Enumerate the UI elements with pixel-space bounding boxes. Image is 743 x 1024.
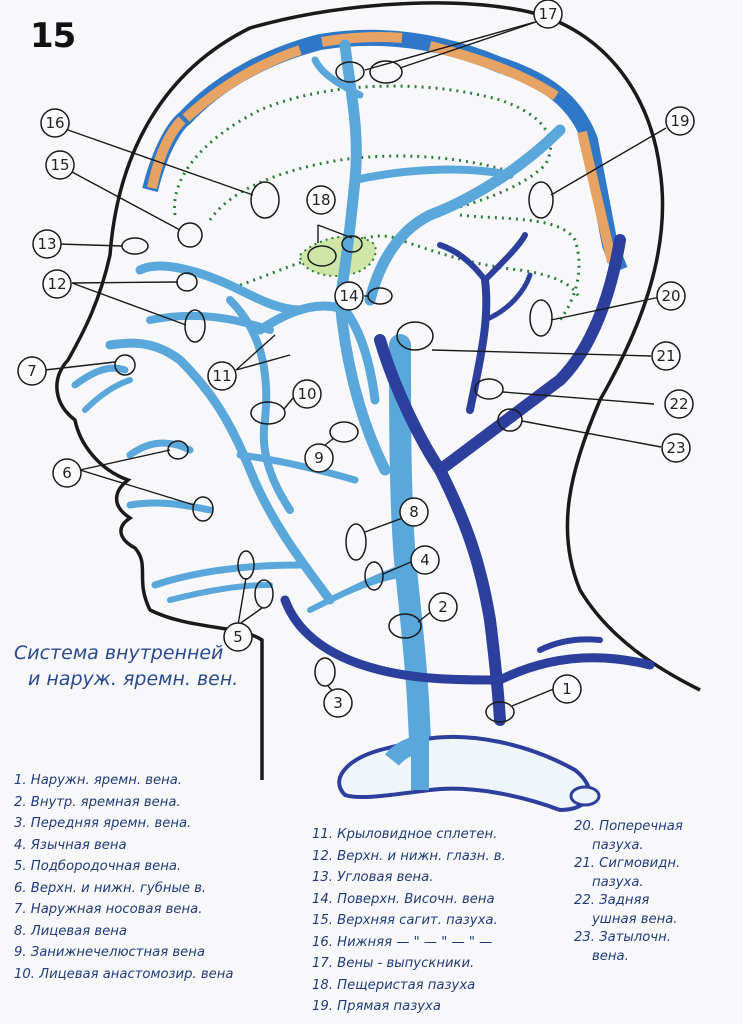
callout-11: 11	[212, 367, 231, 385]
sheet-number: 15	[30, 16, 76, 56]
sinus-fill-front	[147, 116, 186, 190]
callout-3: 3	[333, 694, 343, 712]
legend-column-2: 11. Крыловидное сплетен. 12. Верхн. и ни…	[312, 824, 506, 1018]
callout-19: 19	[670, 112, 689, 130]
callout-16: 16	[45, 114, 64, 132]
title-line-1: Система внутренней	[14, 642, 224, 664]
legend-item: 15. Верхняя сагит. пазуха.	[312, 913, 498, 928]
legend-item: 6. Верхн. и нижн. губные в.	[14, 880, 207, 896]
callout-18: 18	[311, 191, 330, 209]
inferior-sagittal-dotted	[172, 84, 553, 217]
callout-15: 15	[50, 156, 69, 174]
legend-item: ушная вена.	[592, 911, 678, 927]
callout-numbers: 17 16 15 13 12 7 19 20 21 22 23 11 10 9 …	[27, 5, 689, 712]
callout-23: 23	[666, 439, 685, 457]
legend-item: 12. Верхн. и нижн. глазн. в.	[312, 848, 506, 864]
callout-2: 2	[438, 598, 448, 616]
legend-item: пазуха.	[592, 874, 644, 890]
callout-8: 8	[409, 503, 419, 521]
callout-10: 10	[297, 385, 316, 403]
callout-4: 4	[420, 551, 430, 569]
callout-17: 17	[538, 5, 557, 23]
legend-item: 8. Лицевая вена	[14, 923, 127, 939]
transverse-dotted	[459, 213, 581, 321]
legend-column-3: 20. Поперечная пазуха. 21. Сигмовидн. па…	[574, 818, 683, 966]
callout-13: 13	[37, 235, 56, 253]
legend-item: 17. Вены - выпускники.	[312, 956, 475, 971]
legend-item: 11. Крыловидное сплетен.	[312, 827, 498, 842]
legend-item: 1. Наружн. яремн. вена.	[14, 773, 182, 788]
sinus-fill-top	[182, 45, 302, 122]
subclavian-vein	[337, 734, 592, 813]
legend-item: 23. Затылочн.	[574, 930, 671, 945]
sinus-fill-crest	[321, 32, 403, 47]
legend-item: 2. Внутр. яремная вена.	[14, 794, 181, 810]
legend-item: 21. Сигмовидн.	[574, 856, 681, 871]
sinus-fill-back	[428, 41, 559, 101]
legend-item: 14. Поверхн. Височн. вена	[312, 891, 495, 907]
legend-item: 19. Прямая пазуха	[312, 999, 441, 1014]
leader-lines	[44, 21, 667, 707]
legend-item: пазуха.	[592, 837, 644, 853]
callout-6: 6	[62, 464, 72, 482]
callout-5: 5	[233, 628, 243, 646]
legend-item: 7. Наружная носовая вена.	[14, 902, 203, 917]
legend-column-1: 1. Наружн. яремн. вена. 2. Внутр. яремна…	[14, 770, 233, 985]
title-line-2: и наруж. яремн. вен.	[28, 668, 239, 690]
callout-bubbles	[17, 0, 695, 718]
cavernous-dotted	[239, 234, 582, 301]
light-veins	[71, 39, 566, 751]
cavernous-sinus-blob	[298, 235, 377, 277]
callout-22: 22	[669, 395, 688, 413]
legend-item: 5. Подбородочная вена.	[14, 859, 182, 874]
callout-21: 21	[656, 347, 675, 365]
legend-item: 22. Задняя	[574, 893, 650, 908]
dark-veins	[280, 232, 655, 726]
legend-item: вена.	[592, 948, 629, 964]
legend-item: 16. Нижняя — " — " — " —	[312, 934, 493, 950]
callout-9: 9	[314, 449, 324, 467]
diagram-title: Система внутренней и наруж. яремн. вен.	[14, 640, 238, 692]
legend-item: 4. Язычная вена	[14, 837, 127, 853]
legend-item: 13. Угловая вена.	[312, 870, 434, 885]
callout-7: 7	[27, 362, 37, 380]
sinus-fill-occipital	[577, 130, 617, 264]
callout-1: 1	[562, 680, 572, 698]
callout-20: 20	[661, 287, 680, 305]
legend-item: 9. Занижнечелюстная вена	[14, 945, 205, 960]
tentorium-dotted	[208, 154, 521, 221]
callout-12: 12	[47, 275, 66, 293]
legend-item: 20. Поперечная	[574, 819, 683, 834]
legend-item: 10. Лицевая анастомозир. вена	[14, 966, 234, 982]
callout-14: 14	[339, 287, 358, 305]
legend-item: 3. Передняя яремн. вена.	[14, 816, 192, 831]
legend-item: 18. Пещеристая пазуха	[312, 977, 476, 993]
